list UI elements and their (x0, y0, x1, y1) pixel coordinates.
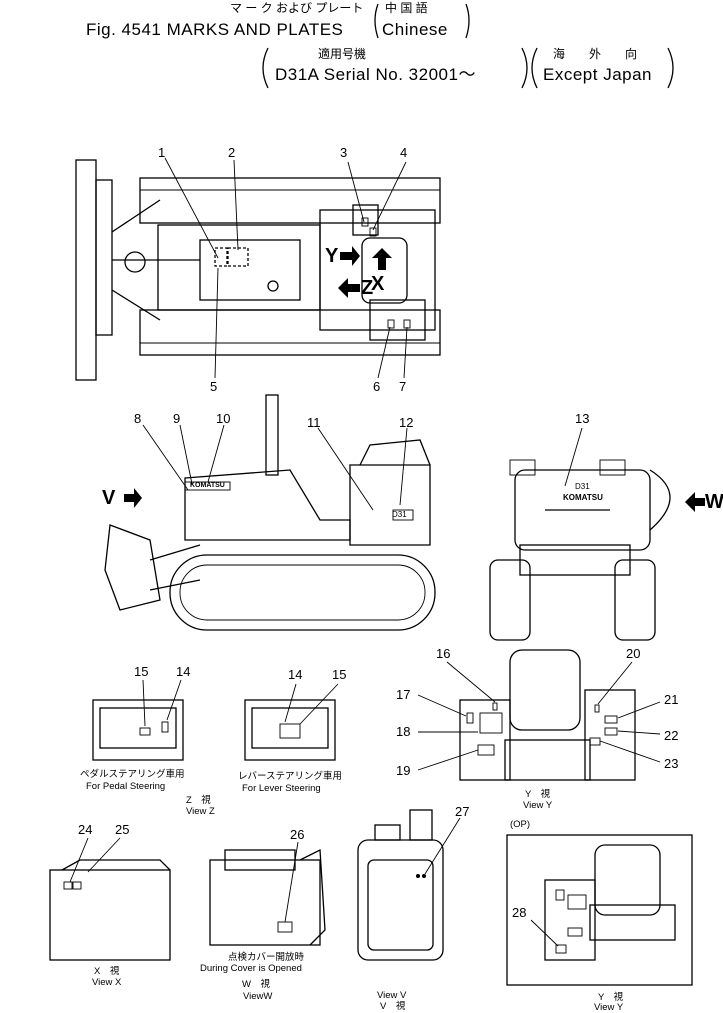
applicable-models-jp: 適用号機 (318, 47, 367, 61)
view-v-letter: V (102, 487, 116, 509)
title-paren-chinese: Chinese (382, 20, 448, 39)
callout-23: 23 (664, 756, 679, 771)
serial-number: D31A Serial No. 32001～ (275, 65, 476, 84)
callout-20: 20 (626, 646, 641, 661)
view-z-arrow (338, 278, 360, 298)
callout-21: 21 (664, 692, 679, 707)
callout-15-lever: 15 (332, 667, 347, 682)
callout-16: 16 (436, 646, 451, 661)
caption-viewv-en: View V (377, 990, 407, 1001)
caption-lever-en: For Lever Steering (242, 783, 321, 794)
figure-title: Fig. 4541 MARKS AND PLATES (86, 20, 344, 39)
callout-10: 10 (216, 411, 231, 426)
callout-1: 1 (158, 145, 166, 160)
callout-8: 8 (134, 411, 142, 426)
caption-vieww-en: ViewW (243, 991, 273, 1002)
view-x-diagram (49, 859, 171, 961)
callout-3: 3 (340, 145, 348, 160)
callout-6: 6 (373, 379, 381, 394)
view-z-letter: Z (361, 277, 374, 299)
d31-plate: D31 (392, 510, 407, 519)
d31-rear-plate: D31 (575, 482, 590, 491)
callout-14-pedal: 14 (176, 664, 191, 679)
caption-viewz-en: View Z (186, 806, 215, 817)
except-japan: Except Japan (543, 65, 653, 84)
callout-13: 13 (575, 411, 590, 426)
rear-view-dozer (489, 459, 671, 641)
caption-pedal-jp: ペダルステアリング車用 (80, 769, 185, 780)
side-view-dozer (104, 394, 436, 631)
title-paren-jp: 中 国 語 (385, 1, 428, 15)
caption-viewx-jp: X 視 (94, 966, 120, 977)
view-x-arrow (372, 248, 392, 270)
view-z-lever-diagram (244, 699, 336, 761)
caption-viewv-jp: V 視 (380, 1001, 406, 1012)
komatsu-rear-plate: KOMATSU (563, 493, 603, 502)
callout-27: 27 (455, 804, 470, 819)
top-view-dozer (75, 159, 441, 381)
callout-12: 12 (399, 415, 414, 430)
view-v-arrow (124, 488, 142, 508)
view-y-op-diagram (506, 834, 693, 986)
callout-28: 28 (512, 905, 527, 920)
callout-17: 17 (396, 687, 411, 702)
view-y-arrow (340, 246, 360, 266)
caption-lever-jp: レバーステアリング車用 (238, 771, 343, 782)
overseas-jp: 海 外 向 (553, 47, 638, 61)
caption-viewy-jp: Y 視 (525, 789, 551, 800)
callout-7: 7 (399, 379, 407, 394)
callout-25: 25 (115, 822, 130, 837)
view-v-diagram (357, 809, 444, 961)
callout-18: 18 (396, 724, 411, 739)
callout-2: 2 (228, 145, 236, 160)
callout-26: 26 (290, 827, 305, 842)
callout-24: 24 (78, 822, 93, 837)
caption-cover-en: During Cover is Opened (200, 963, 302, 974)
caption-op: (OP) (510, 819, 531, 830)
caption-viewx-en: View X (92, 977, 122, 988)
view-w-diagram (209, 848, 326, 946)
view-y-diagram (459, 649, 636, 781)
view-w-arrow (685, 492, 705, 512)
callout-22: 22 (664, 728, 679, 743)
view-x-letter: X (371, 273, 385, 295)
callout-15-pedal: 15 (134, 664, 149, 679)
caption-vieww-jp: W 視 (242, 979, 270, 990)
callout-9: 9 (173, 411, 181, 426)
callout-11: 11 (307, 415, 321, 430)
callout-5: 5 (210, 379, 218, 394)
callout-4: 4 (400, 145, 408, 160)
view-y-letter: Y (325, 245, 339, 267)
callout-19: 19 (396, 763, 411, 778)
caption-viewy2-en: View Y (594, 1002, 624, 1013)
komatsu-plate: KOMATSU (190, 482, 225, 489)
caption-viewy2-jp: Y 視 (598, 992, 624, 1003)
caption-cover-jp: 点検カバー開放時 (228, 952, 305, 963)
view-z-pedal-diagram (92, 699, 184, 761)
title-jp: マ ー ク および プレート (230, 1, 364, 15)
view-w-letter: W (705, 491, 723, 513)
caption-viewy-en: View Y (523, 800, 553, 811)
caption-viewz-jp: Z 視 (186, 795, 211, 806)
callout-14-lever: 14 (288, 667, 303, 682)
caption-pedal-en: For Pedal Steering (86, 781, 166, 792)
